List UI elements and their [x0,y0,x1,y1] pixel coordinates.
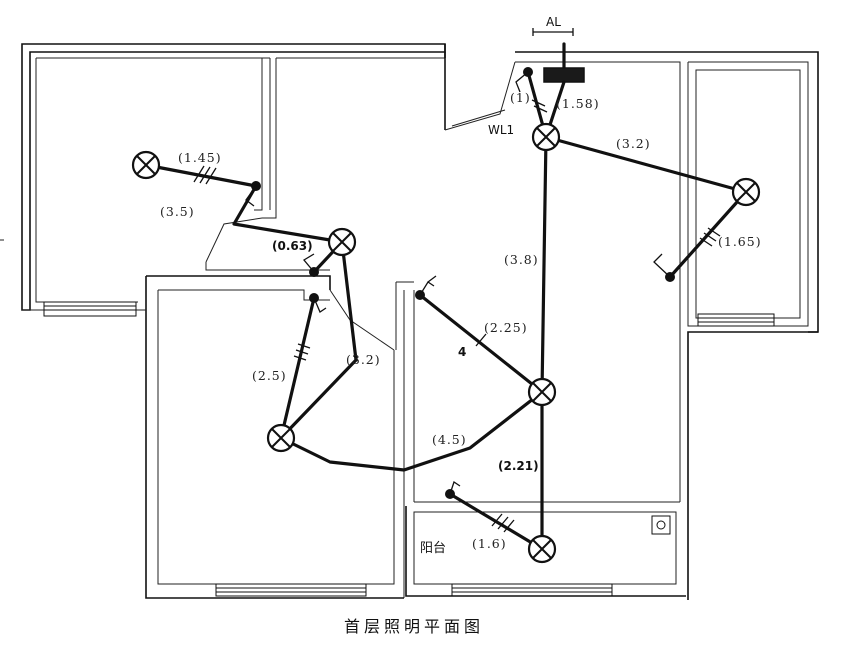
length-vertical-main: (3.8) [504,252,539,267]
length-left-bottom: (2.5) [252,368,287,383]
length-center-switch: (2.25) [484,320,528,335]
lamp-icon [731,177,761,207]
lamp-icon [131,150,161,180]
circuit-label: WL1 [488,123,514,137]
wires [144,70,748,551]
length-panel-lamp: (1.58) [556,96,600,111]
length-mid-switch: (0.63) [272,239,313,253]
lamp-icon [266,423,296,453]
windows [43,301,775,597]
lamp-icon [527,377,557,407]
length-panel-switch: (1) [510,90,531,105]
balcony-label: 阳台 [420,541,446,556]
wire-count-label: 4 [458,345,466,359]
switch-icon [415,275,437,300]
length-center-left: (4.5) [432,432,467,447]
wire-ticks [193,99,721,533]
switch-icon [515,67,533,93]
switch-icon [309,293,327,313]
lamp-icon [531,122,561,152]
switch-icon [303,253,319,277]
switch-icon [245,181,261,207]
length-balcony-switch: (1.6) [472,536,507,551]
length-left-link: (3.5) [160,204,195,219]
lamp-icon [327,227,357,257]
length-right-switch: (1.65) [718,234,762,249]
panel-label: AL [546,15,561,29]
length-left-top: (1.45) [178,150,222,165]
walls [0,43,819,600]
length-top-right: (3.2) [616,136,651,151]
length-balcony-main: (2.21) [498,459,539,473]
plan-caption: 首层照明平面图 [344,617,484,636]
lamp-icon [527,534,557,564]
switch-icon [653,253,675,282]
switch-icon [445,480,461,499]
distribution-panel-icon [532,28,585,83]
length-mid-down: (3.2) [346,352,381,367]
